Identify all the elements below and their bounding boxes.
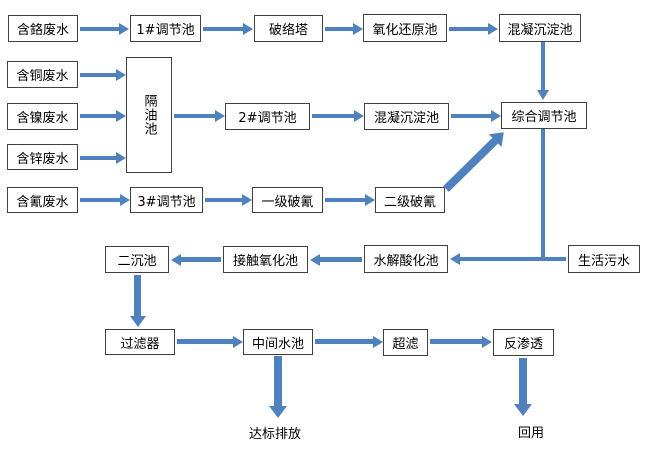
box-regulating-tank-3-label: 3#调节池 (137, 194, 196, 210)
box-regulating-tank-2: 2#调节池 (225, 103, 310, 130)
box-cyanide-breaking-stage-2-label: 二级破氰 (383, 194, 436, 210)
arrow-chromium-to-tank1 (80, 27, 119, 31)
box-oil-separator-label: 隔油池 (141, 94, 157, 136)
arrow-copper-to-oilseparator (80, 73, 116, 77)
box-redox-pool-label: 氧化还原池 (372, 22, 438, 38)
box-ultrafiltration: 超滤 (383, 329, 428, 356)
box-filter-label: 过滤器 (120, 336, 160, 352)
box-regulating-tank-2-label: 2#调节池 (238, 111, 297, 126)
arrow-cyanide1-to-cyanide2 (325, 198, 365, 202)
box-chromium-wastewater: 含鉻废水 (8, 15, 78, 42)
arrow-cyanide2-to-comprehensive (443, 137, 499, 192)
arrow-tank2-to-coagsed2 (312, 114, 354, 118)
box-chromium-wastewater-label: 含鉻废水 (16, 23, 69, 38)
box-reverse-osmosis: 反渗透 (493, 329, 554, 356)
box-comprehensive-regulating-tank: 综合调节池 (501, 102, 587, 129)
box-cyanide-breaking-stage-1: 一级破氰 (252, 187, 323, 213)
box-oil-separator: 隔油池 (126, 57, 172, 173)
arrow-filter-to-intermediate (177, 339, 233, 344)
arrow-coagsed2-to-comprehensive (451, 114, 491, 118)
box-regulating-tank-3: 3#调节池 (130, 187, 203, 213)
box-intermediate-pool: 中间水池 (243, 329, 313, 355)
arrow-sewage-to-hydrolysis (460, 257, 566, 261)
arrow-tank3-to-cyanide1 (205, 198, 242, 202)
box-coagulation-sedimentation-1: 混凝沉淀池 (499, 14, 581, 42)
box-domestic-sewage-label: 生活污水 (577, 253, 630, 269)
arrow-oilseparator-to-tank2 (174, 114, 215, 118)
box-contact-oxidation-label: 接触氧化池 (232, 254, 298, 269)
box-hydrolysis-acidification-label: 水解酸化池 (373, 253, 439, 269)
box-cyanide-breaking-stage-2: 二级破氰 (375, 187, 445, 213)
box-domestic-sewage: 生活污水 (568, 245, 640, 273)
box-zinc-wastewater-label: 含锌废水 (16, 151, 69, 167)
box-copper-wastewater: 含铜废水 (7, 61, 78, 88)
box-nickel-wastewater: 含镍废水 (7, 103, 78, 130)
box-redox-pool: 氧化还原池 (363, 14, 447, 42)
box-coagulation-sedimentation-2: 混凝沉淀池 (364, 103, 449, 130)
box-hydrolysis-acidification: 水解酸化池 (364, 245, 448, 273)
box-coagulation-sedimentation-1-label: 混凝沉淀池 (507, 22, 573, 38)
box-secondary-sedimentation: 二沉池 (105, 246, 169, 273)
box-cyanide-breaking-stage-1-label: 一级破氰 (261, 194, 314, 210)
box-intermediate-pool-label: 中间水池 (251, 336, 304, 352)
box-comprehensive-regulating-tank-label: 综合调节池 (511, 110, 577, 125)
box-regulating-tank-1: 1#调节池 (130, 15, 201, 42)
connector-comprehensive-to-hydrolysis-line (541, 129, 545, 261)
box-cyanide-wastewater: 含氰废水 (7, 187, 78, 213)
box-reverse-osmosis-label: 反渗透 (503, 337, 543, 352)
box-cyanide-wastewater-label: 含氰废水 (16, 194, 69, 210)
box-copper-wastewater-label: 含铜废水 (16, 69, 69, 84)
arrow-ro-to-reuse (519, 358, 527, 404)
box-regulating-tank-1-label: 1#调节池 (136, 23, 195, 38)
arrow-redox-to-coagsed1 (449, 27, 488, 31)
arrow-tower-to-redox (325, 27, 353, 31)
box-zinc-wastewater: 含锌废水 (7, 144, 78, 170)
arrow-intermediate-to-uf (315, 339, 373, 344)
box-ultrafiltration-label: 超滤 (392, 337, 419, 352)
arrow-nickel-to-oilseparator (80, 114, 116, 118)
box-complex-breaking-tower-label: 破络塔 (268, 23, 308, 38)
box-nickel-wastewater-label: 含镍废水 (16, 111, 69, 126)
box-complex-breaking-tower: 破络塔 (254, 15, 323, 42)
arrow-hydrolysis-to-contactox (320, 257, 362, 262)
label-reuse: 回用 (518, 426, 545, 441)
arrow-cyanidewater-to-tank3 (80, 198, 120, 202)
arrow-zinc-to-oilseparator (80, 156, 116, 160)
arrow-tank1-to-tower (203, 27, 243, 31)
arrow-coagsed1-to-comprehensive (541, 42, 545, 90)
box-contact-oxidation: 接触氧化池 (223, 246, 308, 273)
arrow-uf-to-ro (430, 339, 482, 344)
box-coagulation-sedimentation-2-label: 混凝沉淀池 (373, 111, 439, 126)
label-discharge: 达标排放 (249, 427, 302, 442)
arrow-contactox-to-secondarysed (181, 257, 221, 262)
arrow-intermediate-to-discharge (274, 356, 282, 406)
box-filter: 过滤器 (105, 329, 175, 355)
arrow-secondarysed-to-filter (134, 275, 141, 316)
box-secondary-sedimentation-label: 二沉池 (117, 254, 157, 269)
